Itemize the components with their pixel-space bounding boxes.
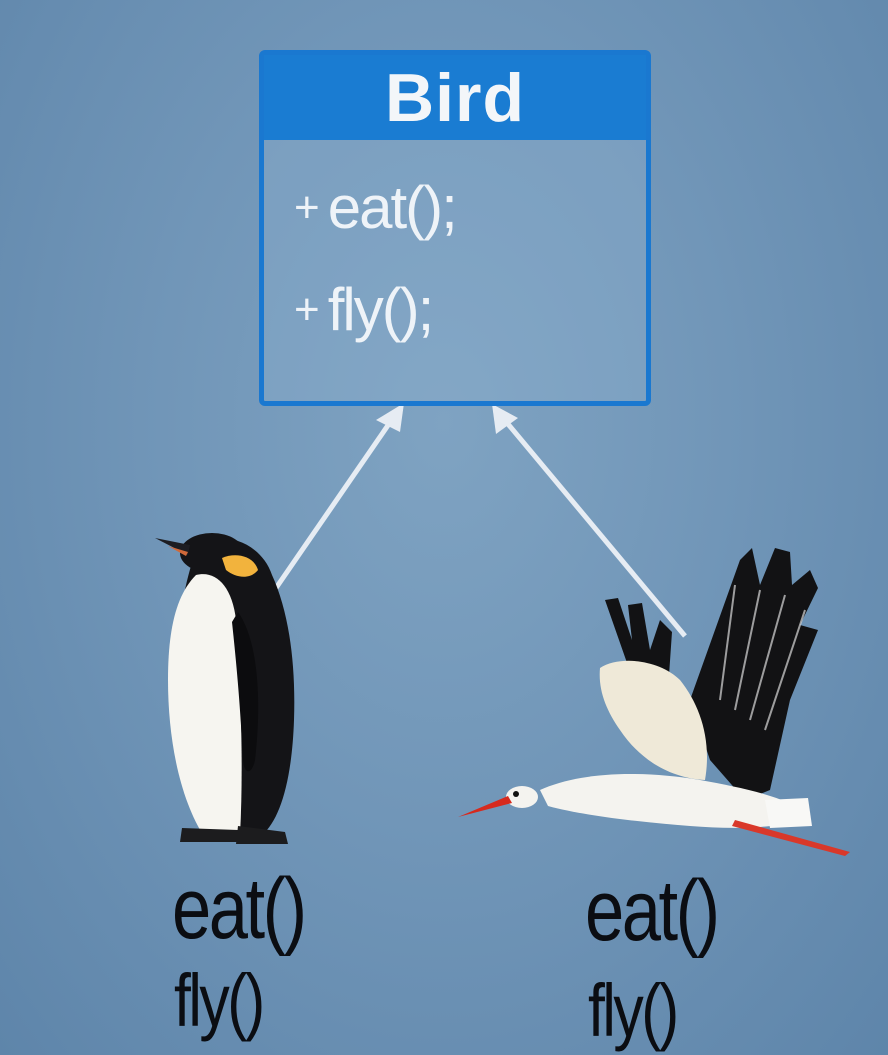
penguin-method-fly: fly() <box>174 959 265 1042</box>
visibility-marker: + <box>294 285 320 334</box>
class-method-fly: +fly(); <box>294 275 435 344</box>
inheritance-arrow-penguin <box>273 403 404 590</box>
bird-class-box: Bird +eat(); +fly(); <box>259 50 651 406</box>
stork-image <box>458 548 850 856</box>
method-signature: eat(); <box>327 174 458 241</box>
inheritance-arrow-stork <box>492 404 687 638</box>
penguin-image <box>155 533 295 844</box>
visibility-marker: + <box>294 183 320 232</box>
method-signature: fly(); <box>327 276 435 343</box>
penguin-method-eat: eat() <box>172 861 307 957</box>
stork-method-eat: eat() <box>585 863 720 959</box>
class-name: Bird <box>264 55 646 140</box>
stork-method-fly: fly() <box>588 969 679 1052</box>
class-method-eat: +eat(); <box>294 173 458 242</box>
